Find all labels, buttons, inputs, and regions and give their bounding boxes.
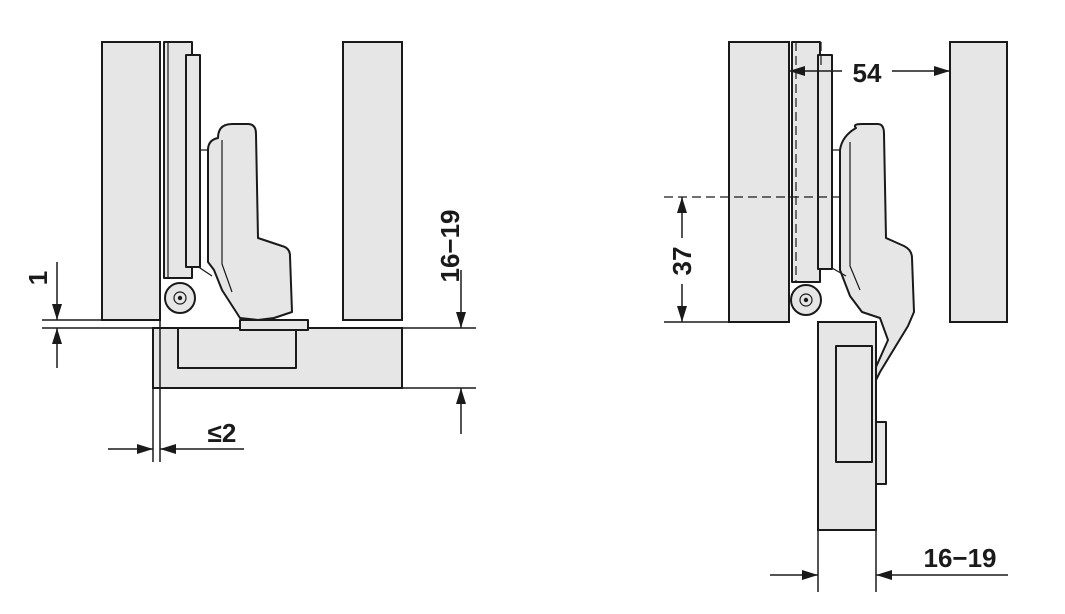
dim-thickness-arrow-bottom	[456, 388, 466, 404]
mounting-plate-rail	[185, 54, 201, 268]
dim-gap-arrow-left	[137, 444, 153, 454]
dim-clearance-label: 54	[853, 58, 882, 88]
left-view: 1 16−19 ≤2	[23, 41, 476, 462]
right-view: 54 37 16−19	[664, 41, 1008, 592]
right-view-hinge-inner-line	[849, 142, 861, 291]
dim-gap-label: ≤2	[208, 418, 237, 448]
dim-panel-thickness-label-right: 16−19	[923, 543, 996, 573]
hinge-cup-flange	[239, 319, 309, 331]
dim-37-arrow-top	[677, 197, 687, 213]
right-view-hinge-pivot-center	[803, 297, 809, 303]
dim-overlay-label: 1	[23, 271, 53, 285]
left-cabinet-side-panel	[101, 41, 161, 321]
right-cabinet-side-panel	[342, 41, 403, 321]
right-view-hinge-pivot-inner	[799, 293, 813, 307]
dim-panel-thickness-label-left: 16−19	[435, 209, 465, 282]
dim-rv-thickness-arrow-right	[876, 570, 892, 580]
right-view-hinge-cup	[835, 345, 873, 463]
dim-setback-label: 37	[667, 247, 697, 276]
dim-37-arrow-bottom	[677, 306, 687, 322]
dim-thickness-arrow-top	[456, 312, 466, 328]
hinge-arm-base	[199, 149, 213, 277]
right-view-cabinet-side-panel	[728, 41, 790, 323]
right-view-mounting-plate	[791, 41, 821, 283]
right-view-adjacent-panel	[949, 41, 1008, 323]
dim-54-arrow-right	[934, 66, 950, 76]
right-view-hinge-base	[831, 149, 847, 277]
right-view-mounting-rail	[817, 54, 833, 270]
dim-54-arrow-left	[789, 66, 805, 76]
hinge-pivot-center	[177, 295, 183, 301]
dim-1-arrow-bottom	[52, 328, 62, 344]
hinge-cup	[177, 327, 297, 369]
hinge-pivot-inner	[173, 291, 187, 305]
right-view-cup-flange	[875, 421, 887, 485]
dim-1-arrow-top	[52, 304, 62, 320]
hinge-arm-inner-line	[221, 140, 233, 293]
right-view-hinge-arm	[839, 123, 915, 381]
dim-rv-thickness-arrow-left	[802, 570, 818, 580]
dim-gap-arrow-right	[160, 444, 176, 454]
hinge-arm	[207, 123, 293, 321]
